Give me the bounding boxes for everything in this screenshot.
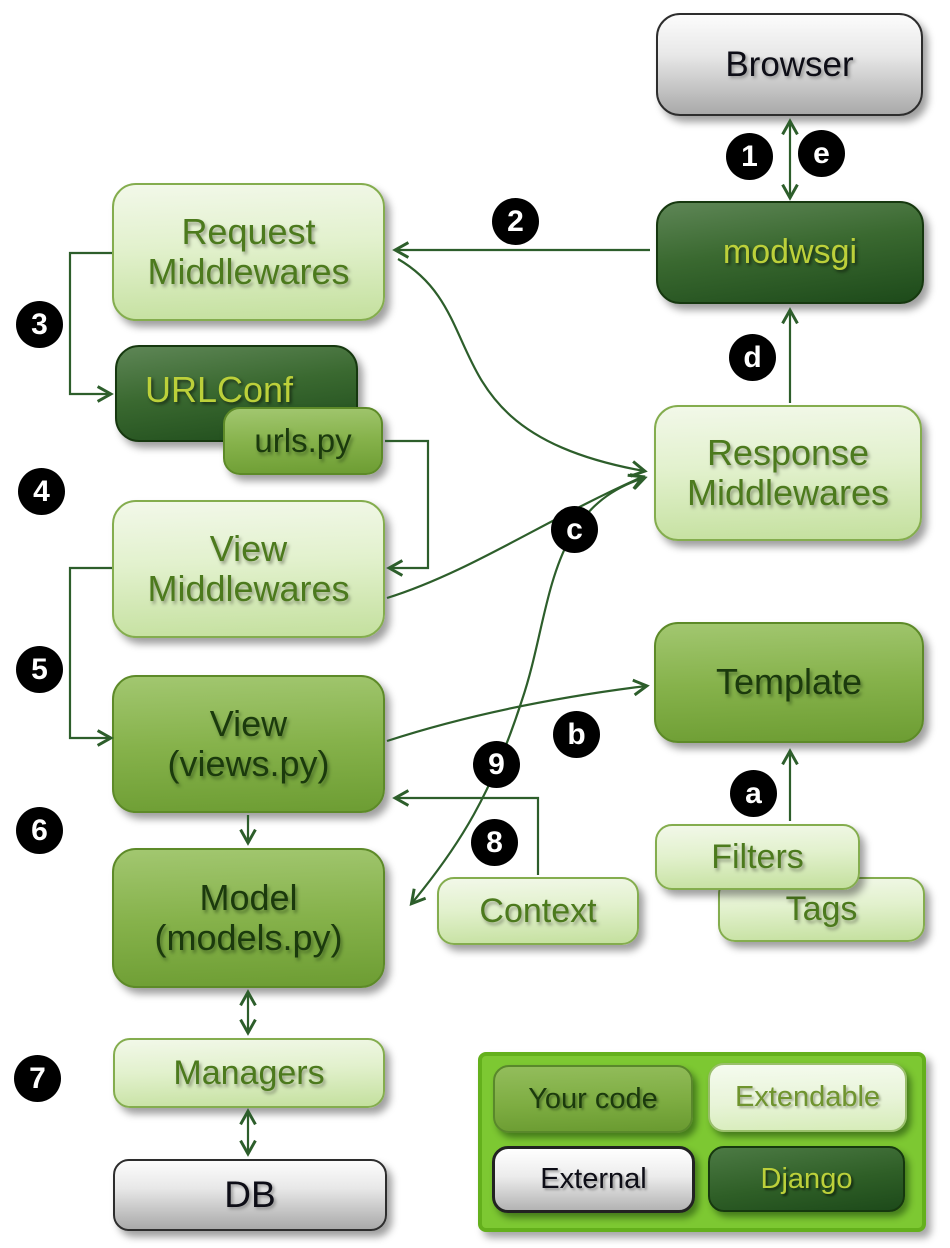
arrow-urls-py-to-view-middlewares [385,439,430,577]
node-browser: Browser [656,13,923,116]
letter-badge-e: e [798,130,845,177]
letter-badge-b: b [553,711,600,758]
curve-view-to-template [386,678,650,743]
legend-item-django: Django [708,1146,905,1212]
node-urls-py: urls.py [223,407,383,475]
node-model: Model (models.py) [112,848,385,988]
arrow-view-middlewares-to-view [68,566,114,747]
step-badge-2: 2 [492,198,539,245]
letter-badge-d: d [729,334,776,381]
step-badge-4: 4 [18,468,65,515]
legend-item-extendable: Extendable [708,1063,907,1132]
letter-badge-c: c [551,506,598,553]
step-badge-9: 9 [473,741,520,788]
curve-view-middlewares-to-response-middlewares [386,473,646,600]
legend-item-external: External [492,1146,695,1213]
node-view: View (views.py) [112,675,385,813]
letter-badge-a: a [730,770,777,817]
node-db: DB [113,1159,387,1231]
curve-response-middlewares-context-model [409,473,648,906]
curve-request-middlewares-to-response-middlewares [397,258,648,478]
step-badge-3: 3 [16,301,63,348]
node-modwsgi: modwsgi [656,201,924,304]
node-filters: Filters [655,824,860,890]
node-view-middlewares: View Middlewares [112,500,385,638]
legend-item-your-code: Your code [493,1065,693,1133]
step-badge-6: 6 [16,807,63,854]
node-context: Context [437,877,639,945]
node-response-middlewares: Response Middlewares [654,405,922,541]
node-managers: Managers [113,1038,385,1108]
step-badge-7: 7 [14,1055,61,1102]
node-request-middlewares: Request Middlewares [112,183,385,321]
step-badge-1: 1 [726,133,773,180]
step-badge-8: 8 [471,819,518,866]
node-template: Template [654,622,924,743]
arrow-request-middlewares-to-urlconf [68,251,114,403]
step-badge-5: 5 [16,646,63,693]
